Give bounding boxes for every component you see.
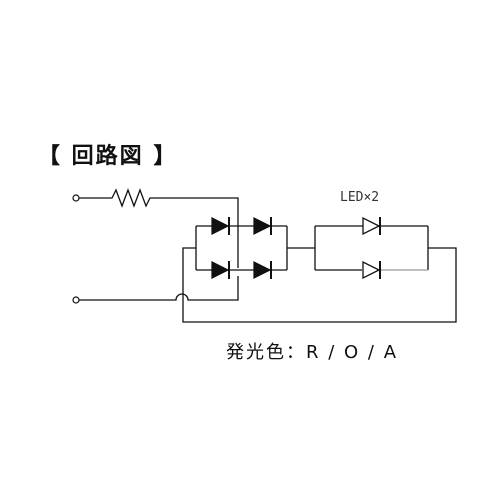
resistor-icon: [79, 188, 239, 268]
diode-icon: [211, 261, 230, 279]
input-terminal-bottom: [72, 296, 80, 304]
bridge-rectifier: [195, 217, 288, 279]
led-array: [314, 216, 429, 280]
emission-color-note: 発光色：R / O / A: [226, 342, 399, 363]
led-icon: [362, 260, 381, 280]
input-wire-bottom: [79, 276, 239, 301]
input-terminal-top: [72, 194, 80, 202]
diode-icon: [211, 217, 230, 235]
diagram-title: 【 回路図 】: [38, 144, 178, 169]
led-icon: [362, 216, 381, 236]
led-count-label: LED×2: [340, 190, 380, 205]
diode-icon: [253, 261, 272, 279]
diode-icon: [253, 217, 272, 235]
return-wire: [182, 247, 457, 323]
